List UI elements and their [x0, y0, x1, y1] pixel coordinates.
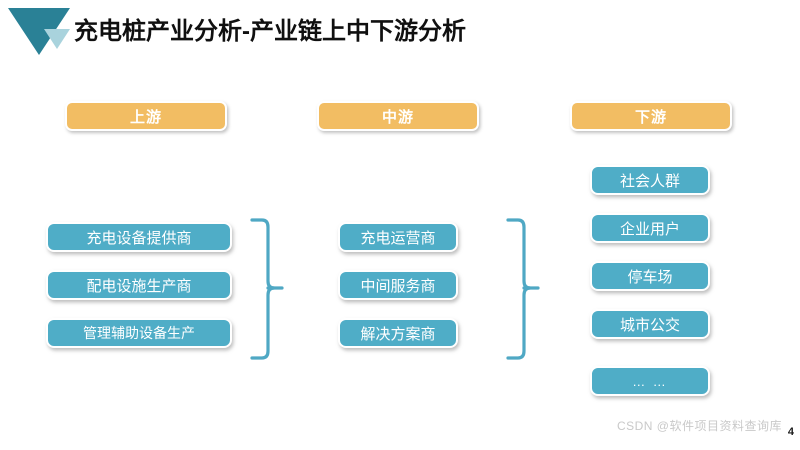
list-item: 企业用户 [590, 213, 710, 243]
brace-icon [506, 218, 540, 360]
page-number: 4 [787, 426, 794, 438]
list-item: 中间服务商 [338, 270, 458, 300]
list-item: 城市公交 [590, 309, 710, 339]
watermark-text: CSDN @软件项目资料查询库 [616, 419, 782, 433]
column-header-downstream: 下游 [570, 101, 732, 131]
column-header-midstream: 中游 [317, 101, 479, 131]
list-item: 社会人群 [590, 165, 710, 195]
page-title: 充电桩产业分析-产业链上中下游分析 [74, 18, 466, 45]
logo-triangle-icon [8, 8, 70, 60]
brace-icon [250, 218, 284, 360]
column-header-upstream: 上游 [65, 101, 227, 131]
brace-midstream-to-downstream [506, 218, 540, 360]
list-item: 停车场 [590, 261, 710, 291]
list-item: 解决方案商 [338, 318, 458, 348]
logo-triangle-small-icon [44, 29, 70, 49]
list-item: … … [590, 366, 710, 396]
brace-upstream-to-midstream [250, 218, 284, 360]
list-item: 管理辅助设备生产 [46, 318, 232, 348]
list-item: 充电运营商 [338, 222, 458, 252]
list-item: 配电设施生产商 [46, 270, 232, 300]
list-item: 充电设备提供商 [46, 222, 232, 252]
